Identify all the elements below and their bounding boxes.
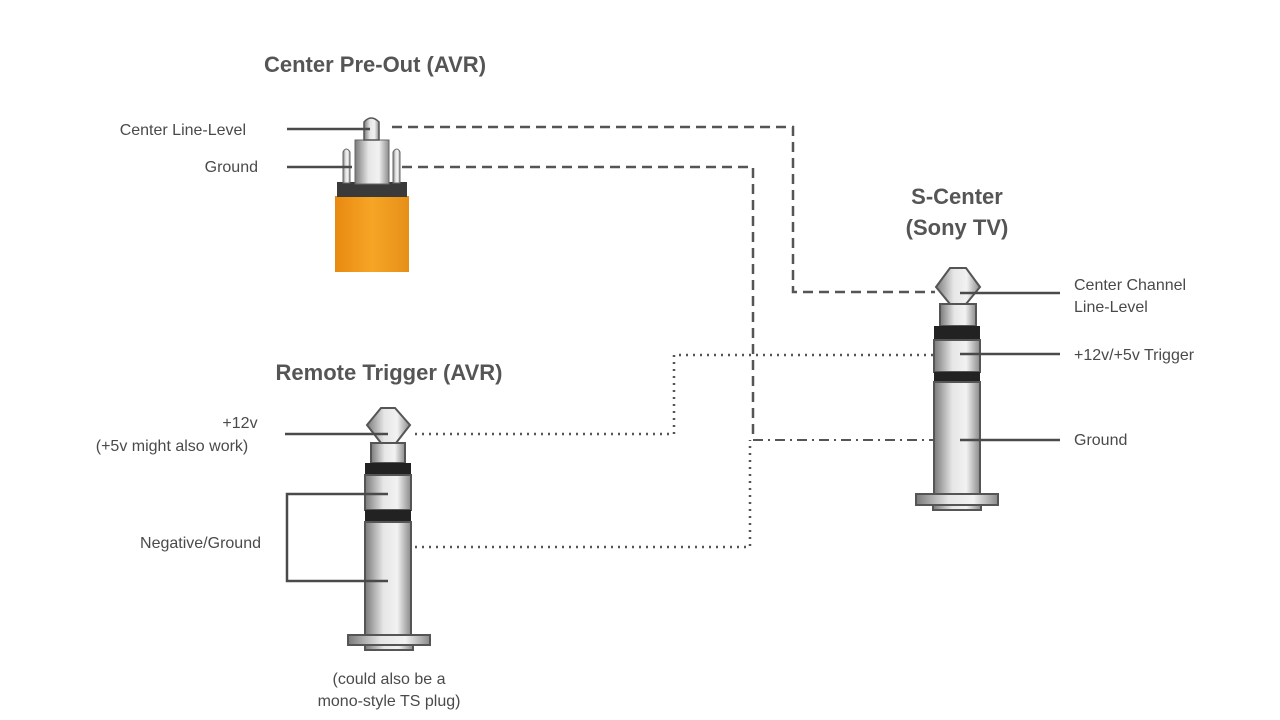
scenter-center-label-line1: Center Channel: [1074, 277, 1186, 294]
trigger-title: Remote Trigger (AVR): [276, 360, 503, 385]
trigger-negative-label: Negative/Ground: [140, 535, 261, 552]
center-signal-wire: [392, 125, 935, 294]
rca-title: Center Pre-Out (AVR): [264, 52, 486, 77]
trigger-negative-bracket: [285, 492, 388, 583]
trigger-plug-insulator-2: [365, 510, 411, 522]
rca-line-level-label: Center Line-Level: [120, 122, 246, 139]
scenter-trigger-label: +12v/+5v Trigger: [1074, 347, 1195, 364]
ground-wire-rca-section: [402, 165, 755, 440]
trigger-plus12-label: +12v: [222, 415, 257, 432]
scenter-plug-base-foot: [932, 504, 982, 511]
trigger-plug-base: [347, 634, 431, 646]
rca-plug: Center Pre-Out (AVR) Center Line-Level G…: [120, 52, 486, 272]
scenter-plug-neck: [939, 303, 977, 327]
rca-barrel: [354, 139, 390, 185]
trigger-plug-ring: [364, 474, 412, 511]
trigger-plug: Remote Trigger (AVR) +12v (+5v might als…: [96, 360, 503, 710]
trigger-plug-sleeve: [364, 521, 412, 636]
rca-ground-label: Ground: [205, 159, 258, 176]
trigger-ground-wire: [415, 440, 752, 549]
scenter-plug-insulator-1: [934, 326, 980, 340]
connection-lines: [392, 125, 935, 549]
trigger-note-line1: (could also be a: [333, 671, 446, 688]
scenter-plug-sleeve: [933, 381, 981, 495]
rca-center-pin: [363, 117, 380, 141]
scenter-center-label-line2: Line-Level: [1074, 299, 1148, 316]
scenter-title-line1: S-Center: [911, 184, 1003, 209]
trigger-plug-insulator-1: [365, 463, 411, 475]
scenter-title-line2: (Sony TV): [906, 215, 1009, 240]
rca-shield-right: [392, 148, 401, 184]
trigger-note-line2: mono-style TS plug): [318, 693, 461, 710]
scenter-plug-ring: [933, 339, 981, 373]
rca-band: [337, 182, 407, 197]
scenter-plug: S-Center (Sony TV) Center Channel Line-L…: [906, 184, 1195, 511]
scenter-plug-tip: [934, 267, 982, 305]
scenter-plug-insulator-2: [934, 372, 980, 382]
trigger-plug-tip: [365, 407, 412, 444]
scenter-plug-base: [915, 493, 999, 506]
rca-body: [335, 196, 409, 272]
scenter-ground-label: Ground: [1074, 432, 1127, 449]
trigger-plus12-sublabel: (+5v might also work): [96, 438, 249, 455]
trigger-plug-base-foot: [364, 644, 414, 651]
trigger-plug-neck: [370, 442, 406, 464]
